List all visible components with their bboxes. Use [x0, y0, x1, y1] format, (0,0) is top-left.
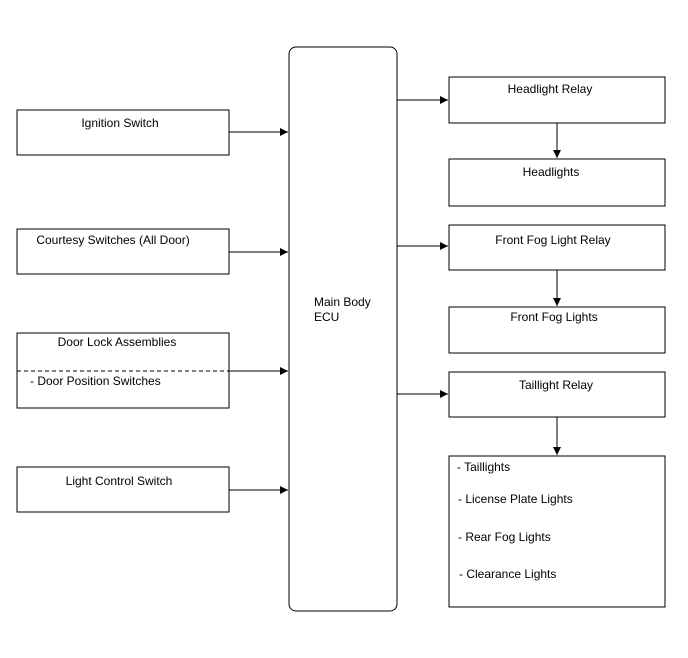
ecu-label-line1: Main Body [314, 295, 371, 309]
light-control-switch-label: Light Control Switch [66, 474, 173, 488]
door-position-switches-label: - Door Position Switches [30, 374, 161, 388]
taillight-relay-label: Taillight Relay [519, 378, 593, 392]
door-lock-assemblies-node: Door Lock Assemblies - Door Position Swi… [16, 332, 230, 409]
ignition-switch-node: Ignition Switch [16, 109, 230, 156]
courtesy-switches-label: Courtesy Switches (All Door) [36, 233, 189, 247]
taillight-group-node: - Taillights - License Plate Lights - Re… [448, 455, 666, 608]
ignition-switch-label: Ignition Switch [81, 116, 158, 130]
headlight-relay-label: Headlight Relay [508, 82, 593, 96]
front-fog-lights-label: Front Fog Lights [510, 310, 597, 324]
door-lock-assemblies-label: Door Lock Assemblies [58, 335, 177, 349]
courtesy-switches-node: Courtesy Switches (All Door) [16, 228, 230, 275]
ecu-label-line2: ECU [314, 310, 339, 324]
light-control-switch-node: Light Control Switch [16, 466, 230, 513]
front-fog-light-relay-label: Front Fog Light Relay [495, 233, 610, 247]
front-fog-light-relay-node: Front Fog Light Relay [448, 224, 666, 271]
front-fog-lights-node: Front Fog Lights [448, 306, 666, 354]
headlights-node: Headlights [448, 158, 666, 207]
clearance-lights-item: - Clearance Lights [459, 567, 556, 581]
headlight-relay-node: Headlight Relay [448, 76, 666, 124]
taillight-relay-node: Taillight Relay [448, 371, 666, 418]
rear-fog-lights-item: - Rear Fog Lights [458, 530, 551, 544]
main-body-ecu-node: Main Body ECU [288, 46, 398, 612]
headlights-label: Headlights [523, 165, 580, 179]
taillights-item: - Taillights [457, 460, 510, 474]
license-plate-lights-item: - License Plate Lights [458, 492, 573, 506]
